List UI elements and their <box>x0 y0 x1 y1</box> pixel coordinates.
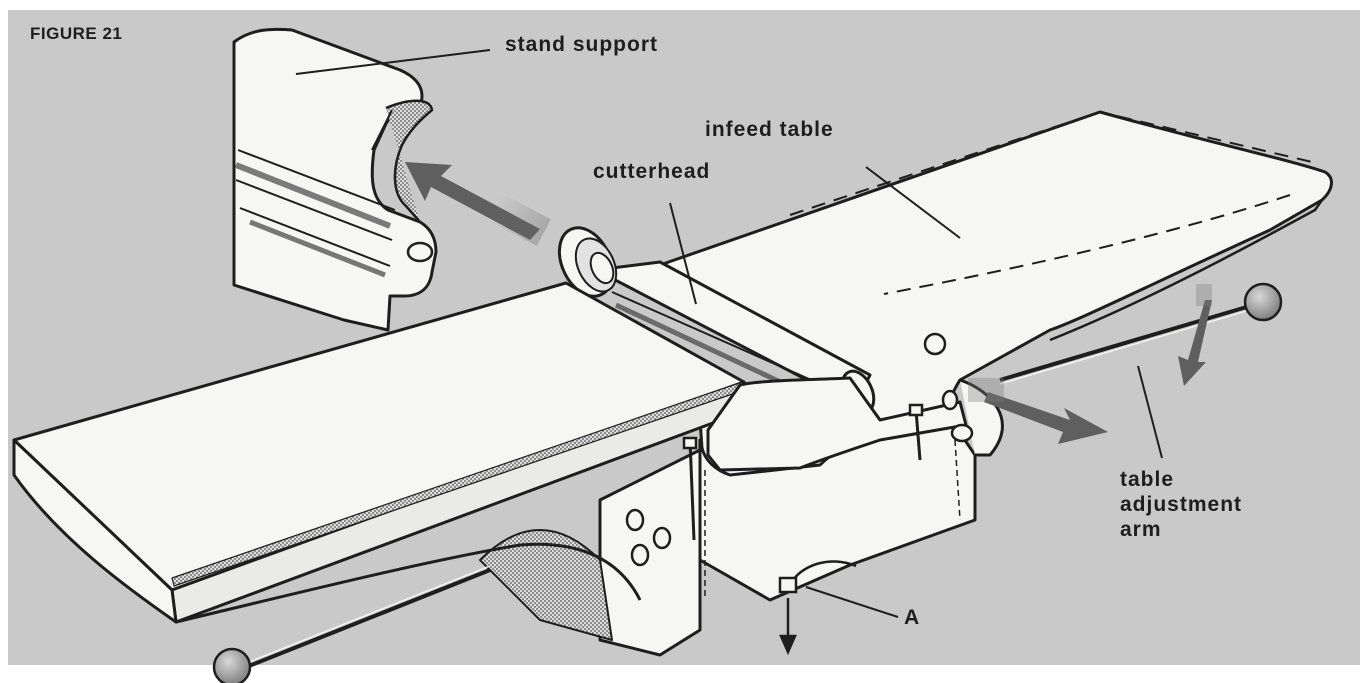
motion-arrows <box>779 284 1212 656</box>
removal-arrow <box>405 162 551 246</box>
label-infeed-table: infeed table <box>705 118 834 141</box>
down-arrow-a <box>779 598 797 656</box>
leader-cutterhead <box>669 202 697 305</box>
leader-stand-support <box>295 49 491 75</box>
leader-lines <box>295 49 1163 618</box>
table-adjustment-arm-right <box>999 282 1283 385</box>
label-point-a: A <box>904 606 921 629</box>
label-cutterhead: cutterhead <box>593 160 711 183</box>
bolts <box>625 389 974 594</box>
label-arm-line-3: arm <box>1120 518 1162 541</box>
table-adjustment-arm-left <box>212 565 491 683</box>
label-stand-support: stand support <box>505 33 658 56</box>
arm-down-arrow <box>1178 300 1212 386</box>
label-arm-line-1: table <box>1120 468 1175 491</box>
infeed-adjust-arrow <box>984 392 1108 444</box>
label-arm-line-2: adjustment <box>1120 493 1243 516</box>
stand-support-part <box>232 27 438 332</box>
leader-a <box>805 586 899 618</box>
label-table-adjustment-arm: table adjustment arm <box>1120 467 1242 542</box>
leader-adjustment-arm <box>1137 365 1163 459</box>
leader-infeed-table <box>865 166 961 239</box>
infeed-table <box>658 110 1333 477</box>
center-bracket <box>706 376 968 472</box>
figure-number: FIGURE 21 <box>30 24 123 43</box>
outfeed-table <box>12 281 750 624</box>
